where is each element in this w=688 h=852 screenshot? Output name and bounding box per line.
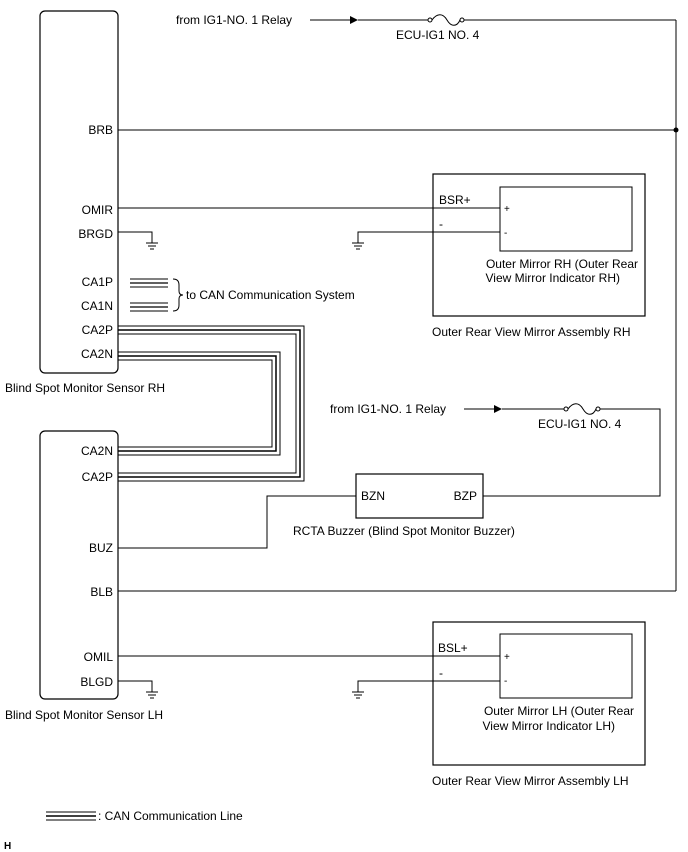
pin-omil: OMIL [84, 650, 114, 664]
fuse-top-label: ECU-IG1 NO. 4 [396, 28, 480, 42]
fuse-top-terminal-r [459, 17, 465, 23]
mirror-rh-ground-icon [351, 242, 365, 250]
mirror-rh-inner-minus: - [504, 228, 507, 239]
wire-buzzer-power [483, 408, 661, 497]
wire-buz [118, 495, 356, 549]
mirror-rh-component-line1: Outer Mirror RH (Outer Rear [486, 257, 638, 271]
sensor-rh-box [39, 10, 119, 374]
pin-brb: BRB [88, 123, 113, 137]
relay-top-label: from IG1-NO. 1 Relay [176, 13, 292, 27]
pin-ca2n-lh: CA2N [81, 444, 113, 458]
mirror-rh-pin-minus: - [439, 217, 443, 231]
wire-brgd [118, 231, 153, 243]
mirror-lh-inner-minus: - [504, 676, 507, 687]
mirror-rh-pin-plus: BSR+ [439, 193, 471, 207]
pin-ca2p-lh: CA2P [82, 470, 113, 484]
sensor-rh-title: Blind Spot Monitor Sensor RH [5, 381, 165, 395]
mirror-rh-inner-plus: + [504, 204, 510, 215]
relay-top-arrow [350, 16, 358, 24]
wire-mirror-lh-ground [357, 680, 500, 692]
mirror-lh-component-line2: View Mirror Indicator LH) [483, 719, 615, 733]
fuse-mid-icon [567, 403, 597, 415]
mirror-lh-pin-minus: - [439, 666, 443, 680]
mirror-lh-ground-icon [351, 691, 365, 699]
mirror-lh-inner-plus: + [504, 652, 510, 663]
mirror-lh-pin-plus: BSL+ [438, 641, 468, 655]
fuse-mid-terminal-r [595, 406, 601, 412]
pin-buz: BUZ [89, 541, 113, 555]
pin-ca1n: CA1N [81, 299, 113, 313]
footer-mark: H [4, 841, 11, 852]
fuse-top-icon [431, 14, 461, 26]
wire-mirror-rh-ground [357, 231, 500, 243]
pin-ca2n-rh: CA2N [81, 347, 113, 361]
pin-blgd: BLGD [80, 675, 113, 689]
fuse-mid-label: ECU-IG1 NO. 4 [538, 417, 622, 431]
mirror-rh-component-box [499, 186, 633, 252]
junction-dot [673, 127, 679, 133]
pin-omir: OMIR [82, 203, 114, 217]
blgd-ground-icon [145, 691, 159, 699]
mirror-rh-component-line2: View Mirror Indicator RH) [486, 271, 620, 285]
sensor-lh-box [39, 430, 119, 700]
fuse-mid-terminal-l [563, 406, 569, 412]
fuse-top-terminal-l [427, 17, 433, 23]
brgd-ground-icon [145, 242, 159, 250]
buzzer-pin-n: BZN [361, 489, 385, 503]
mirror-rh-assembly-label: Outer Rear View Mirror Assembly RH [432, 325, 631, 339]
relay-mid-label: from IG1-NO. 1 Relay [330, 402, 446, 416]
legend-can-line-label: : CAN Communication Line [98, 809, 243, 823]
mirror-rh-assembly-box [432, 173, 646, 317]
sensor-lh-title: Blind Spot Monitor Sensor LH [5, 708, 163, 722]
pin-blb: BLB [90, 585, 113, 599]
mirror-lh-assembly-label: Outer Rear View Mirror Assembly LH [432, 774, 629, 788]
buzzer-pin-p: BZP [454, 489, 477, 503]
pin-ca2p-rh: CA2P [82, 323, 113, 337]
buzzer-title: RCTA Buzzer (Blind Spot Monitor Buzzer) [293, 524, 515, 538]
relay-mid-arrow [494, 405, 502, 413]
pin-ca1p: CA1P [82, 275, 113, 289]
legend-can-line-icon [46, 811, 96, 821]
mirror-lh-component-box [499, 633, 633, 699]
mirror-lh-assembly-box [432, 621, 646, 766]
pin-brgd: BRGD [78, 227, 113, 241]
mirror-lh-component-line1: Outer Mirror LH (Outer Rear [484, 704, 634, 718]
can2-lines [118, 325, 305, 482]
can-brace-icon [172, 278, 184, 312]
can-note: to CAN Communication System [186, 288, 355, 302]
wire-blgd [118, 680, 153, 692]
can1-lines [130, 278, 168, 312]
